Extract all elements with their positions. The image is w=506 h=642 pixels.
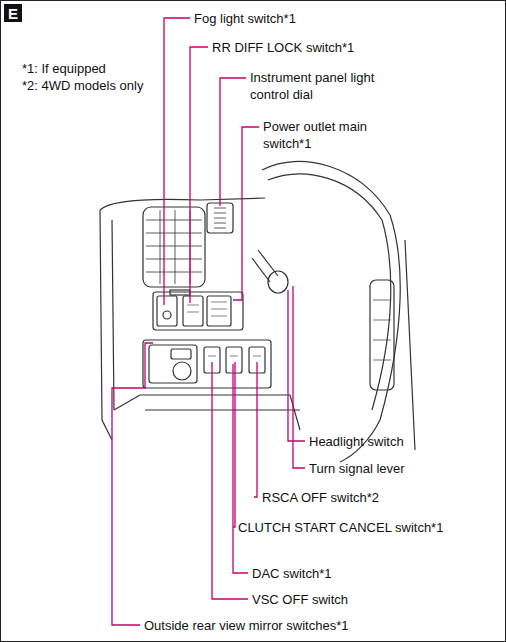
callout-label: Turn signal lever	[309, 460, 405, 477]
section-letter: E	[8, 5, 18, 22]
section-badge: E	[4, 4, 22, 22]
callout-label: Headlight switch	[309, 433, 404, 450]
callout-label: RSCA OFF switch*2	[262, 489, 379, 506]
callout-label: Fog light switch*1	[194, 10, 296, 27]
callout-label: Instrument panel light control dial	[250, 69, 400, 103]
callout-label: Power outlet main switch*1	[263, 118, 393, 152]
callout-label: DAC switch*1	[252, 565, 331, 582]
callout-label: Outside rear view mirror switches*1	[144, 617, 348, 634]
callout-label: CLUTCH START CANCEL switch*1	[238, 519, 443, 536]
footnote: *2: 4WD models only	[22, 77, 143, 94]
footnote: *1: If equipped	[22, 60, 106, 77]
callout-label: RR DIFF LOCK switch*1	[212, 39, 354, 56]
callout-label: VSC OFF switch	[252, 591, 348, 608]
